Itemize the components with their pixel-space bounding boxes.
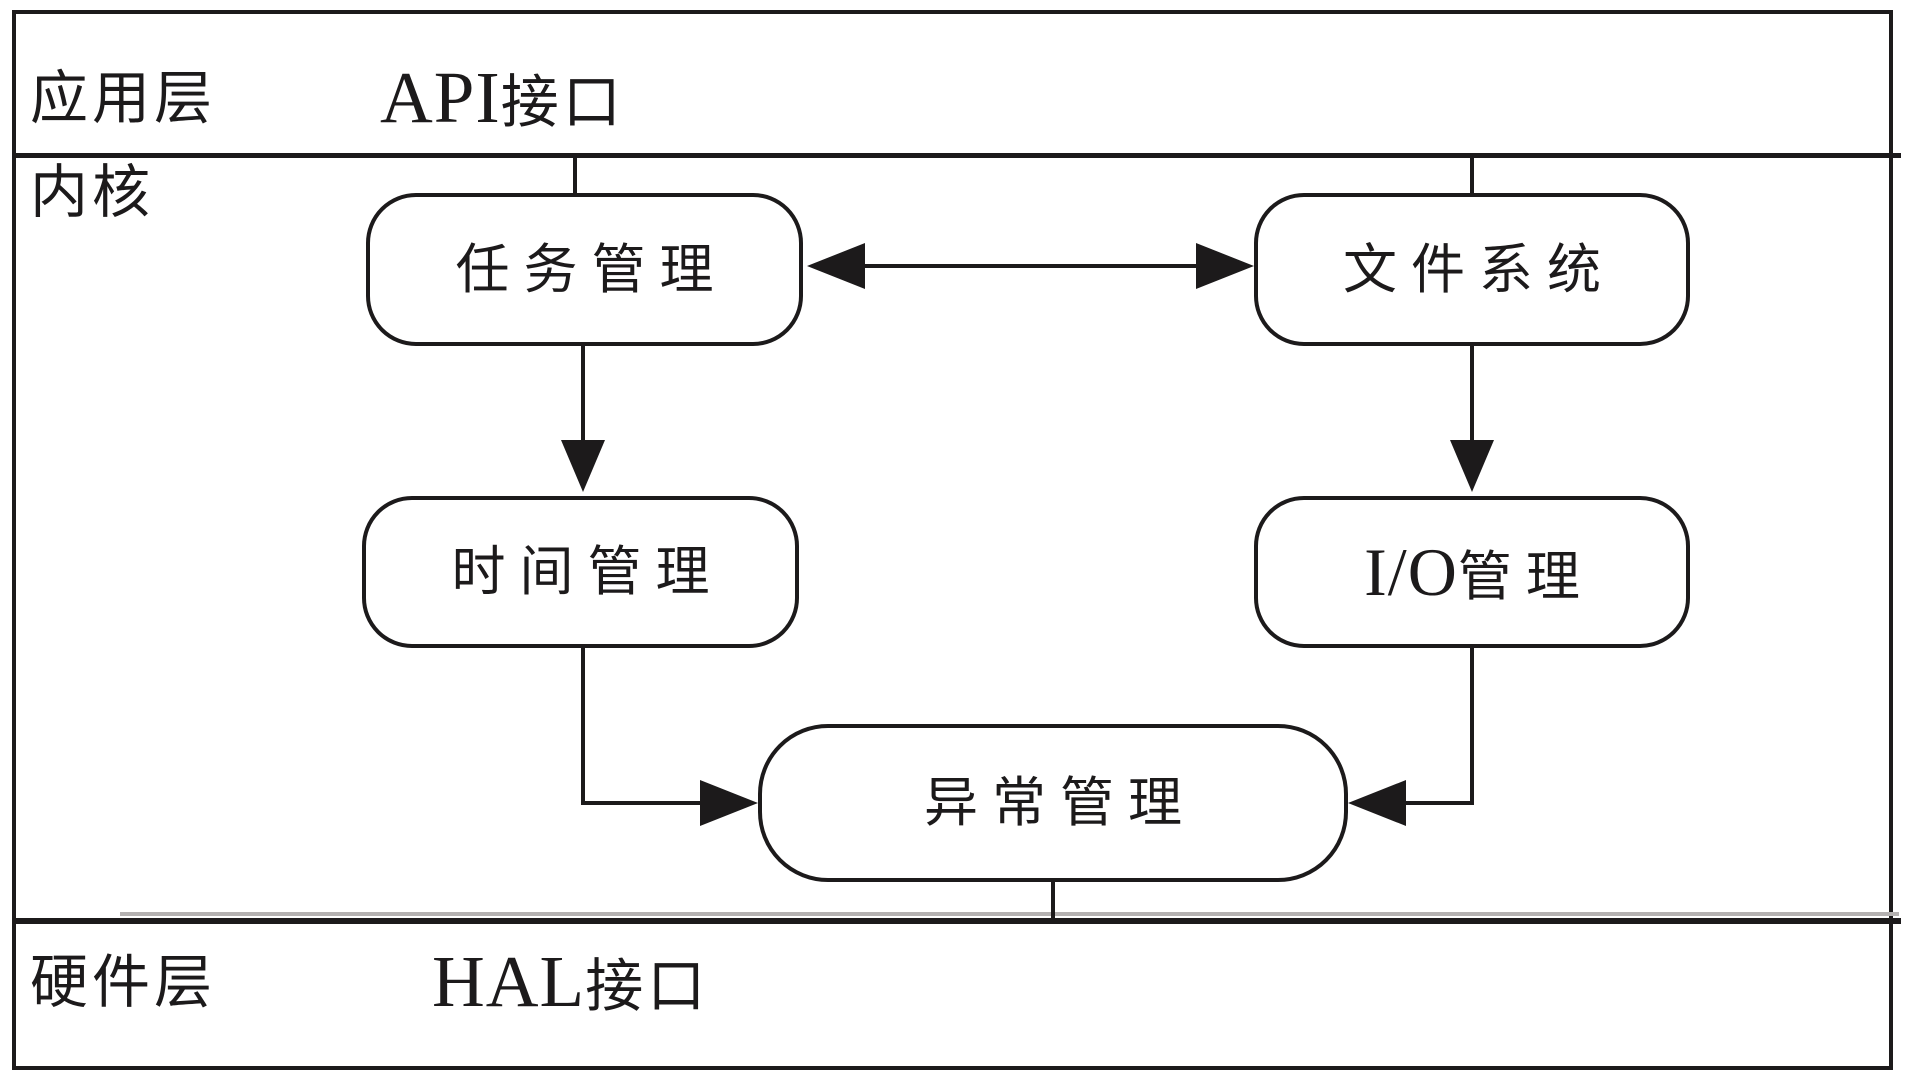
hardware-layer-label: 硬件层 [30, 950, 216, 1017]
connector-exception-to-hal [1051, 880, 1055, 922]
kernel-layer-text: 内核 [30, 160, 155, 225]
arrowhead-right-icon [700, 780, 758, 826]
node-io-management: I/O管理 [1254, 496, 1690, 648]
hal-interface-label: HAL接口 [432, 940, 709, 1024]
node-task-management: 任务管理 [366, 193, 803, 346]
arrowhead-down-icon [561, 440, 605, 492]
arrow-line-vertical [1470, 648, 1474, 805]
io-management-latin-text: I/O [1364, 533, 1458, 610]
arrow-line-horizontal [581, 801, 704, 805]
arrowhead-left-icon [807, 243, 865, 289]
api-interface-latin-text: API [380, 57, 501, 138]
divider-kernel-hardware [12, 918, 1901, 924]
exception-management-text: 异常管理 [924, 773, 1196, 833]
arrowhead-down-icon [1450, 440, 1494, 492]
divider-shadow [120, 912, 1899, 916]
arrow-line [858, 264, 1200, 268]
time-management-text: 时间管理 [451, 542, 724, 602]
application-layer-text: 应用层 [30, 66, 217, 131]
hal-interface-cjk-text: 接口 [585, 954, 710, 1019]
arrow-line [581, 344, 585, 442]
arrow-line [1470, 344, 1474, 442]
task-management-text: 任务管理 [455, 239, 728, 300]
application-layer-label: 应用层 [30, 66, 216, 133]
node-file-system: 文件系统 [1254, 193, 1690, 346]
node-exception-management: 异常管理 [758, 724, 1348, 882]
api-interface-label: API接口 [380, 56, 625, 140]
hardware-layer-text: 硬件层 [30, 950, 217, 1015]
connector-api-to-task-management [573, 155, 577, 196]
hal-interface-latin-text: HAL [432, 941, 586, 1022]
kernel-layer-label: 内核 [30, 160, 154, 227]
arrowhead-right-icon [1196, 243, 1254, 289]
io-management-text: I/O管理 [1350, 538, 1594, 606]
node-time-management: 时间管理 [362, 496, 799, 648]
arrow-line-horizontal [1402, 801, 1474, 805]
arrow-line-vertical [581, 645, 585, 805]
connector-api-to-file-system [1470, 155, 1474, 196]
api-interface-cjk-text: 接口 [500, 70, 625, 135]
file-system-text: 文件系统 [1343, 239, 1615, 300]
io-management-cjk-text: 管理 [1457, 546, 1594, 607]
arrowhead-left-icon [1348, 780, 1406, 826]
divider-application-kernel [12, 153, 1901, 158]
